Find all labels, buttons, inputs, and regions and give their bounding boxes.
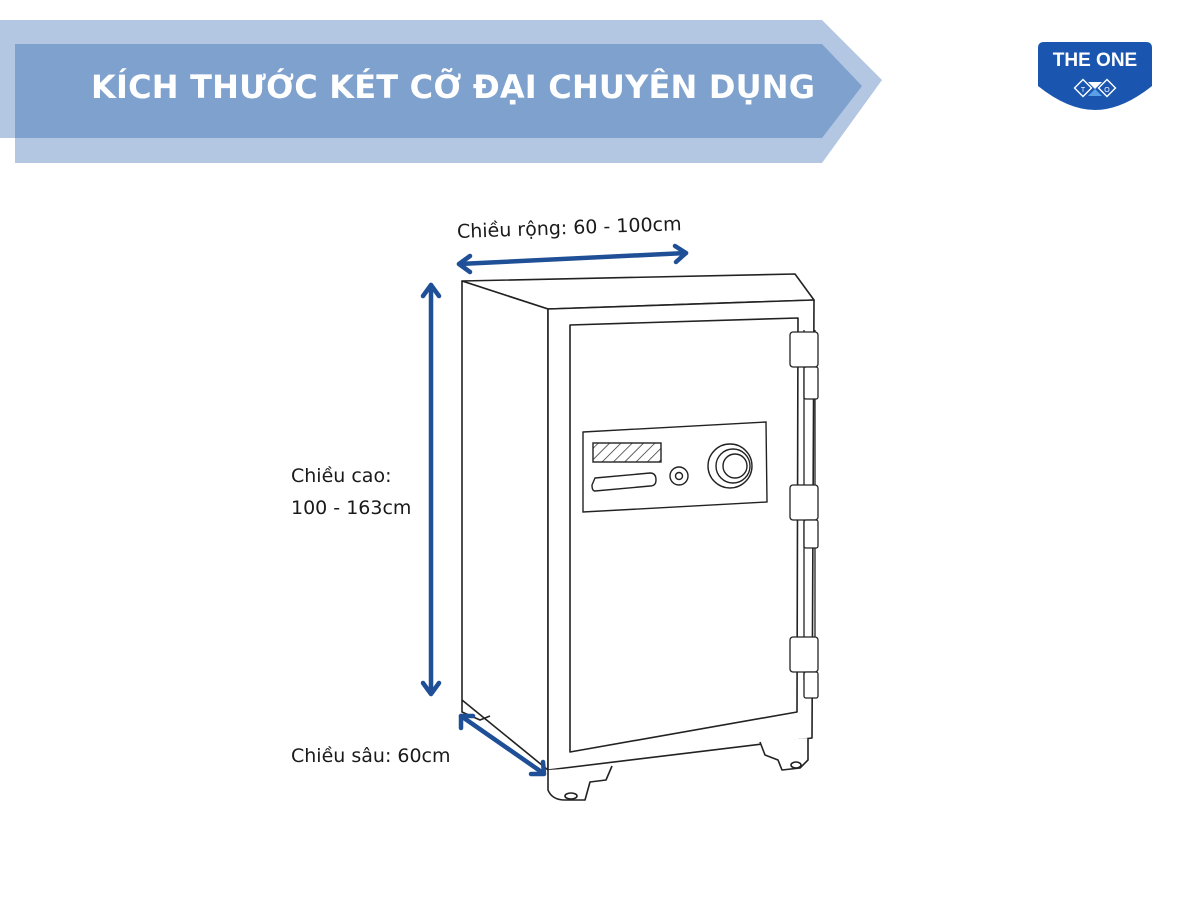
depth-arrow bbox=[458, 713, 546, 776]
height-label: Chiều cao: 100 - 163cm bbox=[291, 460, 411, 524]
header-banner: KÍCH THƯỚC KÉT CỠ ĐẠI CHUYÊN DỤNG bbox=[0, 0, 900, 180]
logo-badge-shape: T O bbox=[1038, 42, 1152, 110]
depth-label: Chiều sâu: 60cm bbox=[291, 745, 451, 767]
logo-text: THE ONE bbox=[1052, 50, 1138, 71]
height-label-line1: Chiều cao: bbox=[291, 465, 392, 487]
svg-text:O: O bbox=[1104, 87, 1110, 94]
page-title: KÍCH THƯỚC KÉT CỠ ĐẠI CHUYÊN DỤNG bbox=[91, 68, 816, 106]
lock-panel bbox=[582, 421, 768, 513]
safe-body bbox=[461, 273, 815, 801]
svg-text:T: T bbox=[1081, 87, 1086, 94]
dimension-arrows bbox=[420, 243, 689, 777]
banner-arrow-shape bbox=[0, 20, 882, 163]
brand-logo: T O THE ONE bbox=[1038, 42, 1152, 110]
width-arrow bbox=[456, 250, 689, 267]
height-label-line2: 100 - 163cm bbox=[291, 497, 412, 519]
door-hinges bbox=[789, 330, 819, 699]
